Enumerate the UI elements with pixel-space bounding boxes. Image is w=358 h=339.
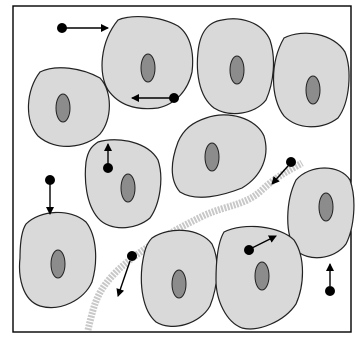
nucleus-8 [51,250,65,278]
nucleus-2 [230,56,244,84]
nucleus-9 [172,270,186,298]
nucleus-10 [255,262,269,290]
nucleus-3 [306,76,320,104]
nucleus-1 [141,54,155,82]
nucleus-6 [121,174,135,202]
nucleus-4 [56,94,70,122]
nucleus-5 [205,143,219,171]
nucleus-7 [319,193,333,221]
